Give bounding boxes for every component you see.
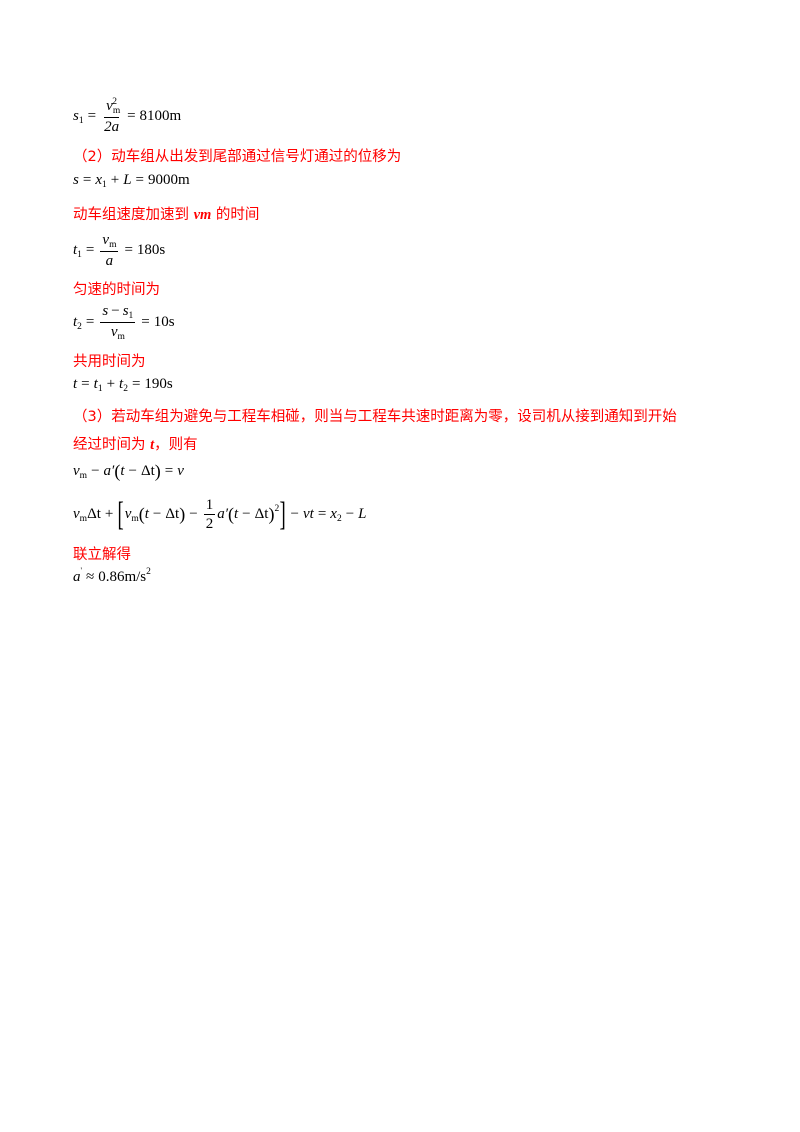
fraction: s−s1 vm xyxy=(100,303,136,342)
uniform-time-text: 匀速的时间为 xyxy=(73,282,160,298)
fraction: vm2 2a xyxy=(104,97,121,135)
accel-time-text: 动车组速度加速到 vm 的时间 xyxy=(73,207,260,223)
total-time-text: 共用时间为 xyxy=(73,354,146,370)
fraction-half: 1 2 xyxy=(203,497,216,532)
part3-heading-line2: 经过时间为 t，则有 xyxy=(73,437,198,453)
part3-heading-line1: （3）若动车组为避免与工程车相碰，则当与工程车共速时距离为零，设司机从接到通知到… xyxy=(73,409,677,425)
part2-heading: （2）动车组从出发到尾部通过信号灯通过的位移为 xyxy=(73,149,402,165)
fraction: vm a xyxy=(100,232,119,269)
solve-text: 联立解得 xyxy=(73,547,131,563)
